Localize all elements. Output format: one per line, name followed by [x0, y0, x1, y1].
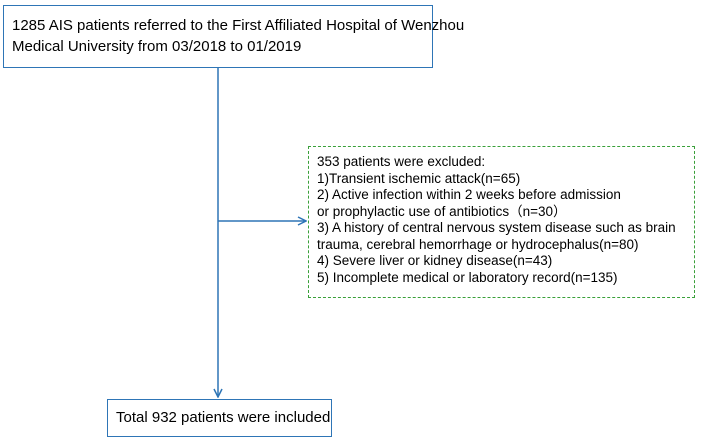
exclusion-heading: 353 patients were excluded: [317, 154, 486, 169]
exclusion-box: 353 patients were excluded: 1)Transient … [308, 146, 695, 298]
exclusion-item-2b: or prophylactic use of antibiotics（n=30） [317, 203, 567, 219]
exclusion-item-3b: trauma, cerebral hemorrhage or hydroceph… [317, 236, 639, 252]
exclusion-item-1: 1)Transient ischemic attack(n=65) [317, 170, 521, 186]
exclusion-item-2a: 2) Active infection within 2 weeks befor… [317, 187, 621, 202]
exclusion-item-5: 5) Incomplete medical or laboratory reco… [317, 269, 618, 285]
enrollment-line-1: 1285 AIS patients referred to the First … [12, 17, 465, 34]
included-text: Total 932 patients were included [116, 409, 331, 426]
enrollment-box: 1285 AIS patients referred to the First … [3, 5, 465, 68]
exclusion-item-3a: 3) A history of central nervous system d… [317, 220, 676, 235]
exclusion-item-4: 4) Severe liver or kidney disease(n=43) [317, 253, 553, 268]
included-box: Total 932 patients were included [107, 399, 332, 437]
enrollment-line-2: Medical University from 03/2018 to 01/20… [12, 38, 302, 55]
